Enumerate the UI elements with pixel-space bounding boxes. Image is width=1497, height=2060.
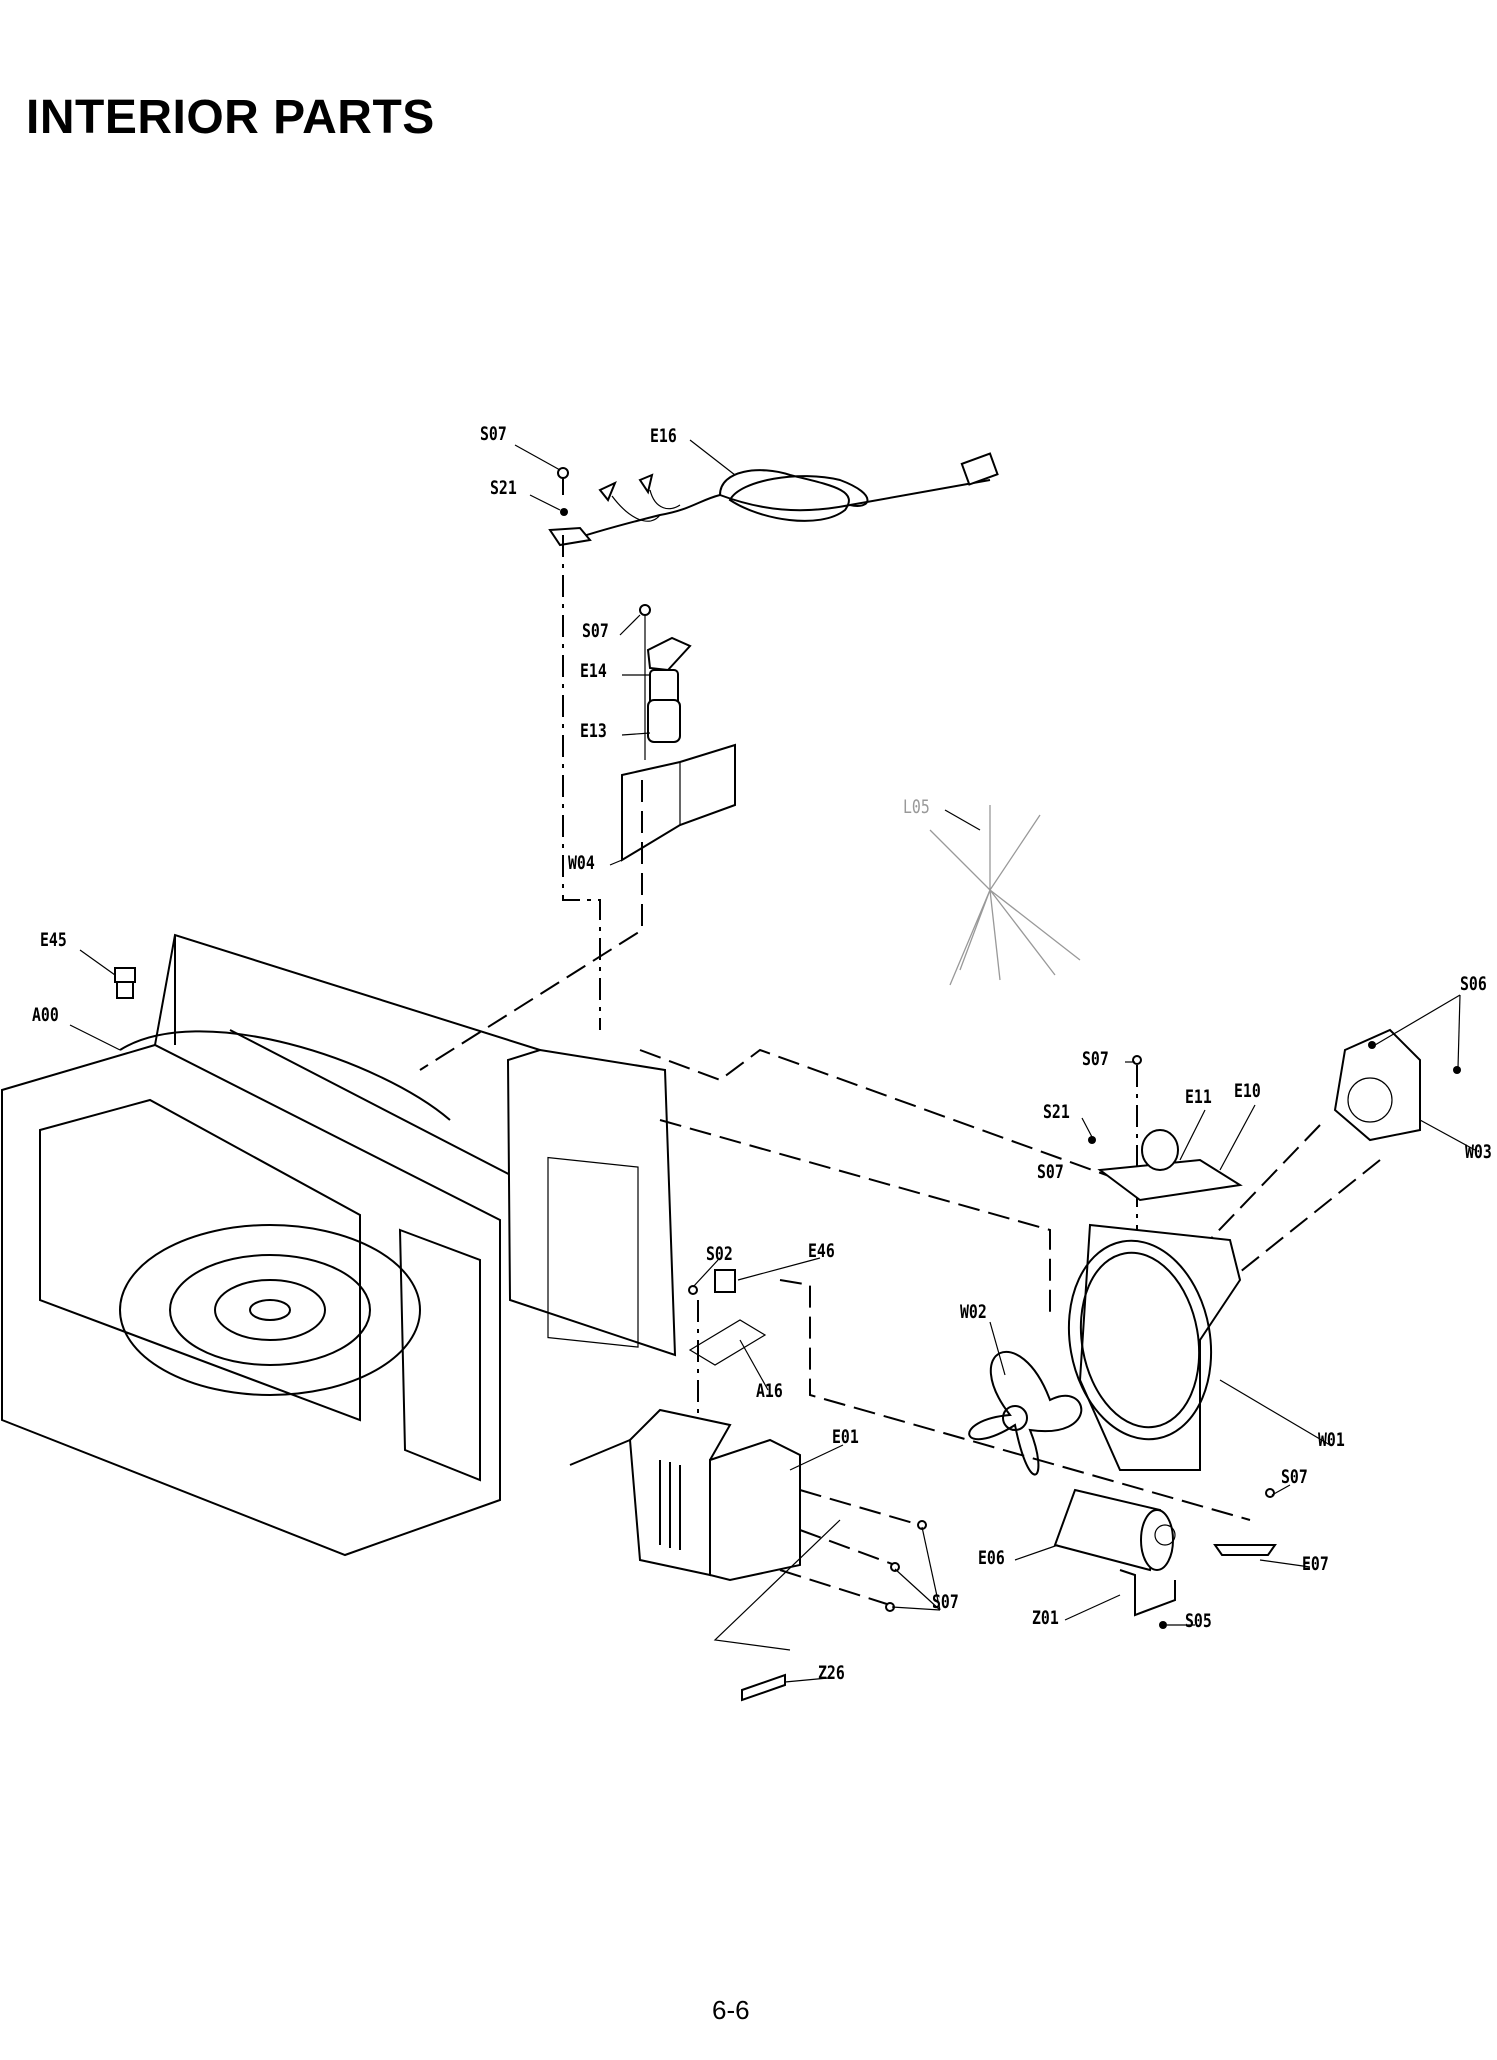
callout-s07: S07 [480, 423, 507, 445]
power-cord-e16 [548, 452, 999, 547]
callout-a00: A00 [32, 1004, 59, 1026]
callout-s07: S07 [932, 1591, 959, 1613]
fan-blade-w02 [968, 1350, 1083, 1476]
callout-e06: E06 [978, 1547, 1005, 1569]
callout-s21: S21 [1043, 1101, 1070, 1123]
callout-l05: L05 [903, 796, 930, 818]
callout-e45: E45 [40, 929, 67, 951]
noise-filter-e13-e14 [621, 604, 736, 862]
callout-z01: Z01 [1032, 1607, 1059, 1629]
callout-s07: S07 [582, 620, 609, 642]
leader-lines [69, 439, 1476, 1683]
thermostat-e45 [114, 967, 136, 999]
fuse-e46-a16 [688, 1269, 767, 1420]
screw-s07-top [557, 467, 569, 516]
callout-s07: S07 [1082, 1048, 1109, 1070]
callout-e07: E07 [1302, 1553, 1329, 1575]
callout-s07: S07 [1037, 1161, 1064, 1183]
callout-w04: W04 [568, 852, 595, 874]
wire-harness-l05 [929, 805, 1081, 986]
oven-cavity-a00 [1, 933, 677, 1557]
callout-e01: E01 [832, 1426, 859, 1448]
page-number: 6-6 [712, 1995, 750, 2025]
callout-e13: E13 [580, 720, 607, 742]
callout-a16: A16 [756, 1380, 783, 1402]
callout-e46: E46 [808, 1240, 835, 1262]
fan-duct-w01 [1067, 1223, 1242, 1471]
callout-e11: E11 [1185, 1086, 1212, 1108]
callout-w03: W03 [1465, 1141, 1492, 1163]
callout-e16: E16 [650, 425, 677, 447]
callout-s06: S06 [1460, 973, 1487, 995]
callout-s02: S02 [706, 1243, 733, 1265]
callout-s07: S07 [1281, 1466, 1308, 1488]
capacitor-e06 [1053, 1488, 1277, 1629]
callout-w01: W01 [1318, 1429, 1345, 1451]
callout-s21: S21 [490, 477, 517, 499]
callout-e10: E10 [1234, 1080, 1261, 1102]
callout-e14: E14 [580, 660, 607, 682]
motor-e10-e11 [1088, 1055, 1243, 1250]
page-title: INTERIOR PARTS [26, 91, 435, 144]
callout-s05: S05 [1185, 1610, 1212, 1632]
fan-motor-w03 [1199, 1028, 1461, 1281]
magnetron-e01 [569, 1408, 927, 1702]
callout-w02: W02 [960, 1301, 987, 1323]
callout-z26: Z26 [818, 1662, 845, 1684]
